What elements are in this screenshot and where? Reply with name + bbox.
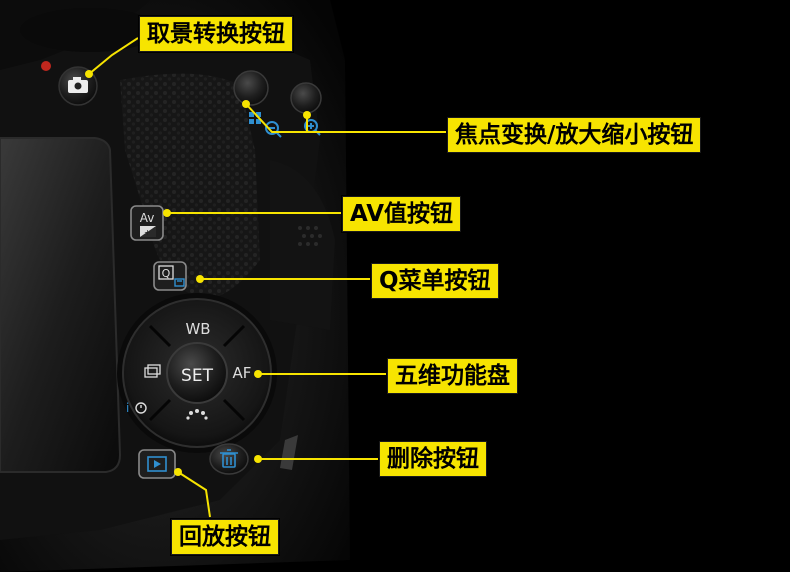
- af-point-select-icon: [249, 112, 261, 124]
- trash-icon: [220, 449, 238, 468]
- delete-button-callout: 删除按钮: [378, 440, 488, 478]
- q-button: Q: [153, 261, 187, 291]
- five-way-dial: SET WB AF: [117, 293, 277, 453]
- q-menu-button-callout: Q菜单按钮: [370, 262, 500, 300]
- af-label: AF: [233, 364, 252, 382]
- leader-dots: [85, 70, 311, 476]
- af-point-button: [233, 70, 269, 106]
- svg-text:i: i: [126, 401, 129, 415]
- playback-button: [138, 449, 176, 479]
- self-timer-icon: [135, 402, 147, 414]
- grip-texture: [120, 73, 260, 300]
- set-label: SET: [181, 366, 214, 386]
- set-button: [166, 342, 228, 404]
- av-label: Av: [140, 211, 155, 225]
- viewfinder-button-callout: 取景转换按钮: [138, 15, 294, 53]
- wb-label: WB: [185, 320, 210, 338]
- av-button: Av +: [130, 205, 164, 241]
- picture-style-icon: [186, 409, 208, 420]
- leader-playback: [177, 471, 211, 518]
- svg-text:+: +: [144, 228, 151, 237]
- delete-button: [209, 443, 249, 475]
- af-point-zoom-button-callout: 焦点变换/放大缩小按钮: [446, 116, 703, 154]
- five-way-dial-callout: 五维功能盘: [386, 357, 519, 395]
- speaker-grille: [298, 226, 322, 246]
- live-view-camera-icon: [68, 77, 88, 93]
- leader-viewfinder: [88, 37, 139, 75]
- q-label: Q: [162, 267, 171, 280]
- leader-lines: [88, 37, 448, 518]
- drive-mode-icon: [144, 364, 161, 378]
- playback-icon: [147, 456, 167, 472]
- av-button-callout: AV值按钮: [341, 195, 463, 233]
- print-icon: [174, 278, 185, 287]
- leader-af-zoom: [245, 103, 448, 133]
- zoom-button: [290, 82, 322, 114]
- exposure-compensation-icon: +: [140, 226, 156, 237]
- lcd-screen: [0, 137, 122, 473]
- playback-button-callout: 回放按钮: [170, 518, 280, 556]
